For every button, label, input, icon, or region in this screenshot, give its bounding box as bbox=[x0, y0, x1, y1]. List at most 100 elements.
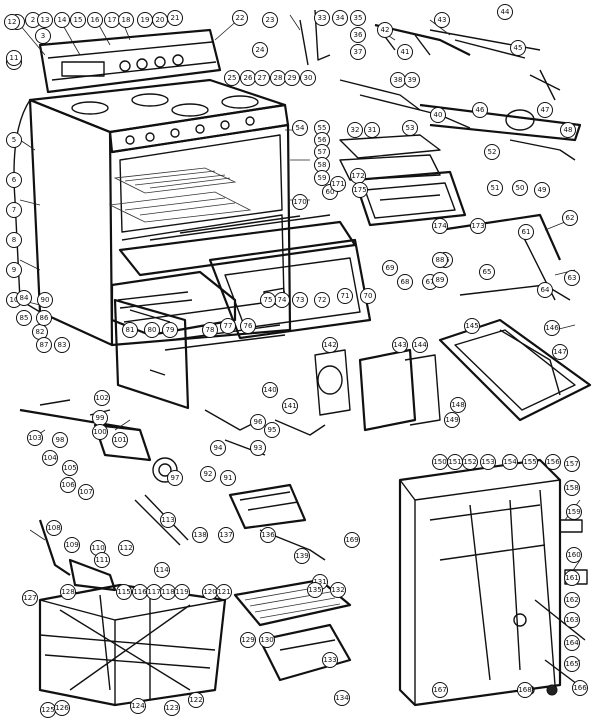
callout-circle bbox=[537, 282, 553, 298]
callout-circle bbox=[78, 484, 94, 500]
callout-circle bbox=[202, 322, 218, 338]
callout-circle bbox=[544, 320, 560, 336]
callout-circle bbox=[210, 440, 226, 456]
callout-circle bbox=[240, 632, 256, 648]
callout-circle bbox=[432, 252, 448, 268]
callout-number: 92 bbox=[204, 470, 213, 478]
callout-number: 8 bbox=[12, 236, 16, 244]
callout-number: 107 bbox=[79, 488, 92, 496]
callout-173: 173 bbox=[470, 218, 486, 234]
callout-105: 105 bbox=[62, 460, 78, 476]
callout-circle bbox=[16, 310, 32, 326]
callout-84: 84 bbox=[16, 290, 32, 306]
callout-38: 38 bbox=[390, 72, 406, 88]
callout-30: 30 bbox=[300, 70, 316, 86]
callout-number: 62 bbox=[566, 214, 575, 222]
callout-circle bbox=[402, 120, 418, 136]
callout-137: 137 bbox=[218, 527, 234, 543]
callout-number: 120 bbox=[203, 588, 216, 596]
callout-160: 160 bbox=[566, 547, 582, 563]
callout-circle bbox=[444, 412, 460, 428]
callout-circle bbox=[337, 288, 353, 304]
callout-number: 5 bbox=[12, 136, 16, 144]
callout-29: 29 bbox=[284, 70, 300, 86]
callout-circle bbox=[52, 432, 68, 448]
callout-circle bbox=[6, 132, 22, 148]
callout-circle bbox=[216, 584, 232, 600]
callout-7: 7 bbox=[6, 202, 22, 218]
callout-90: 90 bbox=[37, 292, 53, 308]
callout-97: 97 bbox=[167, 470, 183, 486]
callout-circle bbox=[392, 337, 408, 353]
callout-53: 53 bbox=[402, 120, 418, 136]
callout-number: 108 bbox=[47, 524, 60, 532]
callout-number: 32 bbox=[351, 126, 360, 134]
callout-107: 107 bbox=[78, 484, 94, 500]
callout-circle bbox=[6, 172, 22, 188]
callout-number: 22 bbox=[236, 14, 245, 22]
callout-number: 87 bbox=[40, 341, 49, 349]
callout-number: 20 bbox=[156, 16, 165, 24]
callout-113: 113 bbox=[160, 512, 176, 528]
callout-number: 72 bbox=[318, 296, 327, 304]
callout-circle bbox=[464, 318, 480, 334]
callout-circle bbox=[564, 456, 580, 472]
callout-circle bbox=[64, 537, 80, 553]
callout-circle bbox=[6, 50, 22, 66]
callout-number: 47 bbox=[541, 106, 550, 114]
callout-number: 96 bbox=[254, 418, 263, 426]
callout-circle bbox=[397, 44, 413, 60]
callout-number: 164 bbox=[565, 639, 579, 647]
callout-103: 103 bbox=[27, 430, 43, 446]
callout-83: 83 bbox=[54, 337, 70, 353]
callout-number: 46 bbox=[476, 106, 485, 114]
callout-number: 143 bbox=[393, 341, 406, 349]
callout-98: 98 bbox=[52, 432, 68, 448]
callout-number: 33 bbox=[318, 14, 327, 22]
callout-circle bbox=[314, 10, 330, 26]
callout-26: 26 bbox=[240, 70, 256, 86]
callout-174: 174 bbox=[432, 218, 448, 234]
callout-circle bbox=[54, 337, 70, 353]
callout-circle bbox=[330, 176, 346, 192]
callout-161: 161 bbox=[564, 570, 580, 586]
callout-circle bbox=[360, 288, 376, 304]
callout-circle bbox=[484, 144, 500, 160]
callout-circle bbox=[292, 194, 308, 210]
callout-number: 79 bbox=[166, 326, 175, 334]
callout-circle bbox=[220, 470, 236, 486]
callout-circle bbox=[350, 27, 366, 43]
callout-number: 18 bbox=[122, 16, 131, 24]
callout-number: 59 bbox=[318, 174, 327, 182]
callout-circle bbox=[344, 532, 360, 548]
callout-number: 153 bbox=[481, 458, 494, 466]
callout-circle bbox=[462, 454, 478, 470]
callout-number: 70 bbox=[364, 292, 373, 300]
callout-172: 172 bbox=[350, 168, 366, 184]
callout-number: 31 bbox=[368, 126, 377, 134]
callout-134: 134 bbox=[334, 690, 350, 706]
callout-40: 40 bbox=[430, 107, 446, 123]
callout-148: 148 bbox=[450, 397, 466, 413]
callout-121: 121 bbox=[216, 584, 232, 600]
callout-23: 23 bbox=[262, 12, 278, 28]
callout-circle bbox=[92, 424, 108, 440]
callout-number: 69 bbox=[386, 264, 395, 272]
callout-number: 88 bbox=[436, 256, 445, 264]
callout-12: 12 bbox=[4, 14, 20, 30]
callout-circle bbox=[404, 72, 420, 88]
callout-number: 129 bbox=[241, 636, 254, 644]
callout-circle bbox=[218, 527, 234, 543]
callout-number: 82 bbox=[36, 328, 45, 336]
callout-number: 43 bbox=[438, 16, 447, 24]
callout-circle bbox=[472, 102, 488, 118]
callout-32: 32 bbox=[347, 122, 363, 138]
callout-circle bbox=[116, 584, 132, 600]
callout-number: 128 bbox=[61, 588, 74, 596]
callout-number: 65 bbox=[483, 268, 492, 276]
callout-5: 5 bbox=[6, 132, 22, 148]
center-components bbox=[314, 348, 441, 432]
callout-circle bbox=[27, 430, 43, 446]
callout-circle bbox=[94, 552, 110, 568]
callout-circle bbox=[6, 202, 22, 218]
